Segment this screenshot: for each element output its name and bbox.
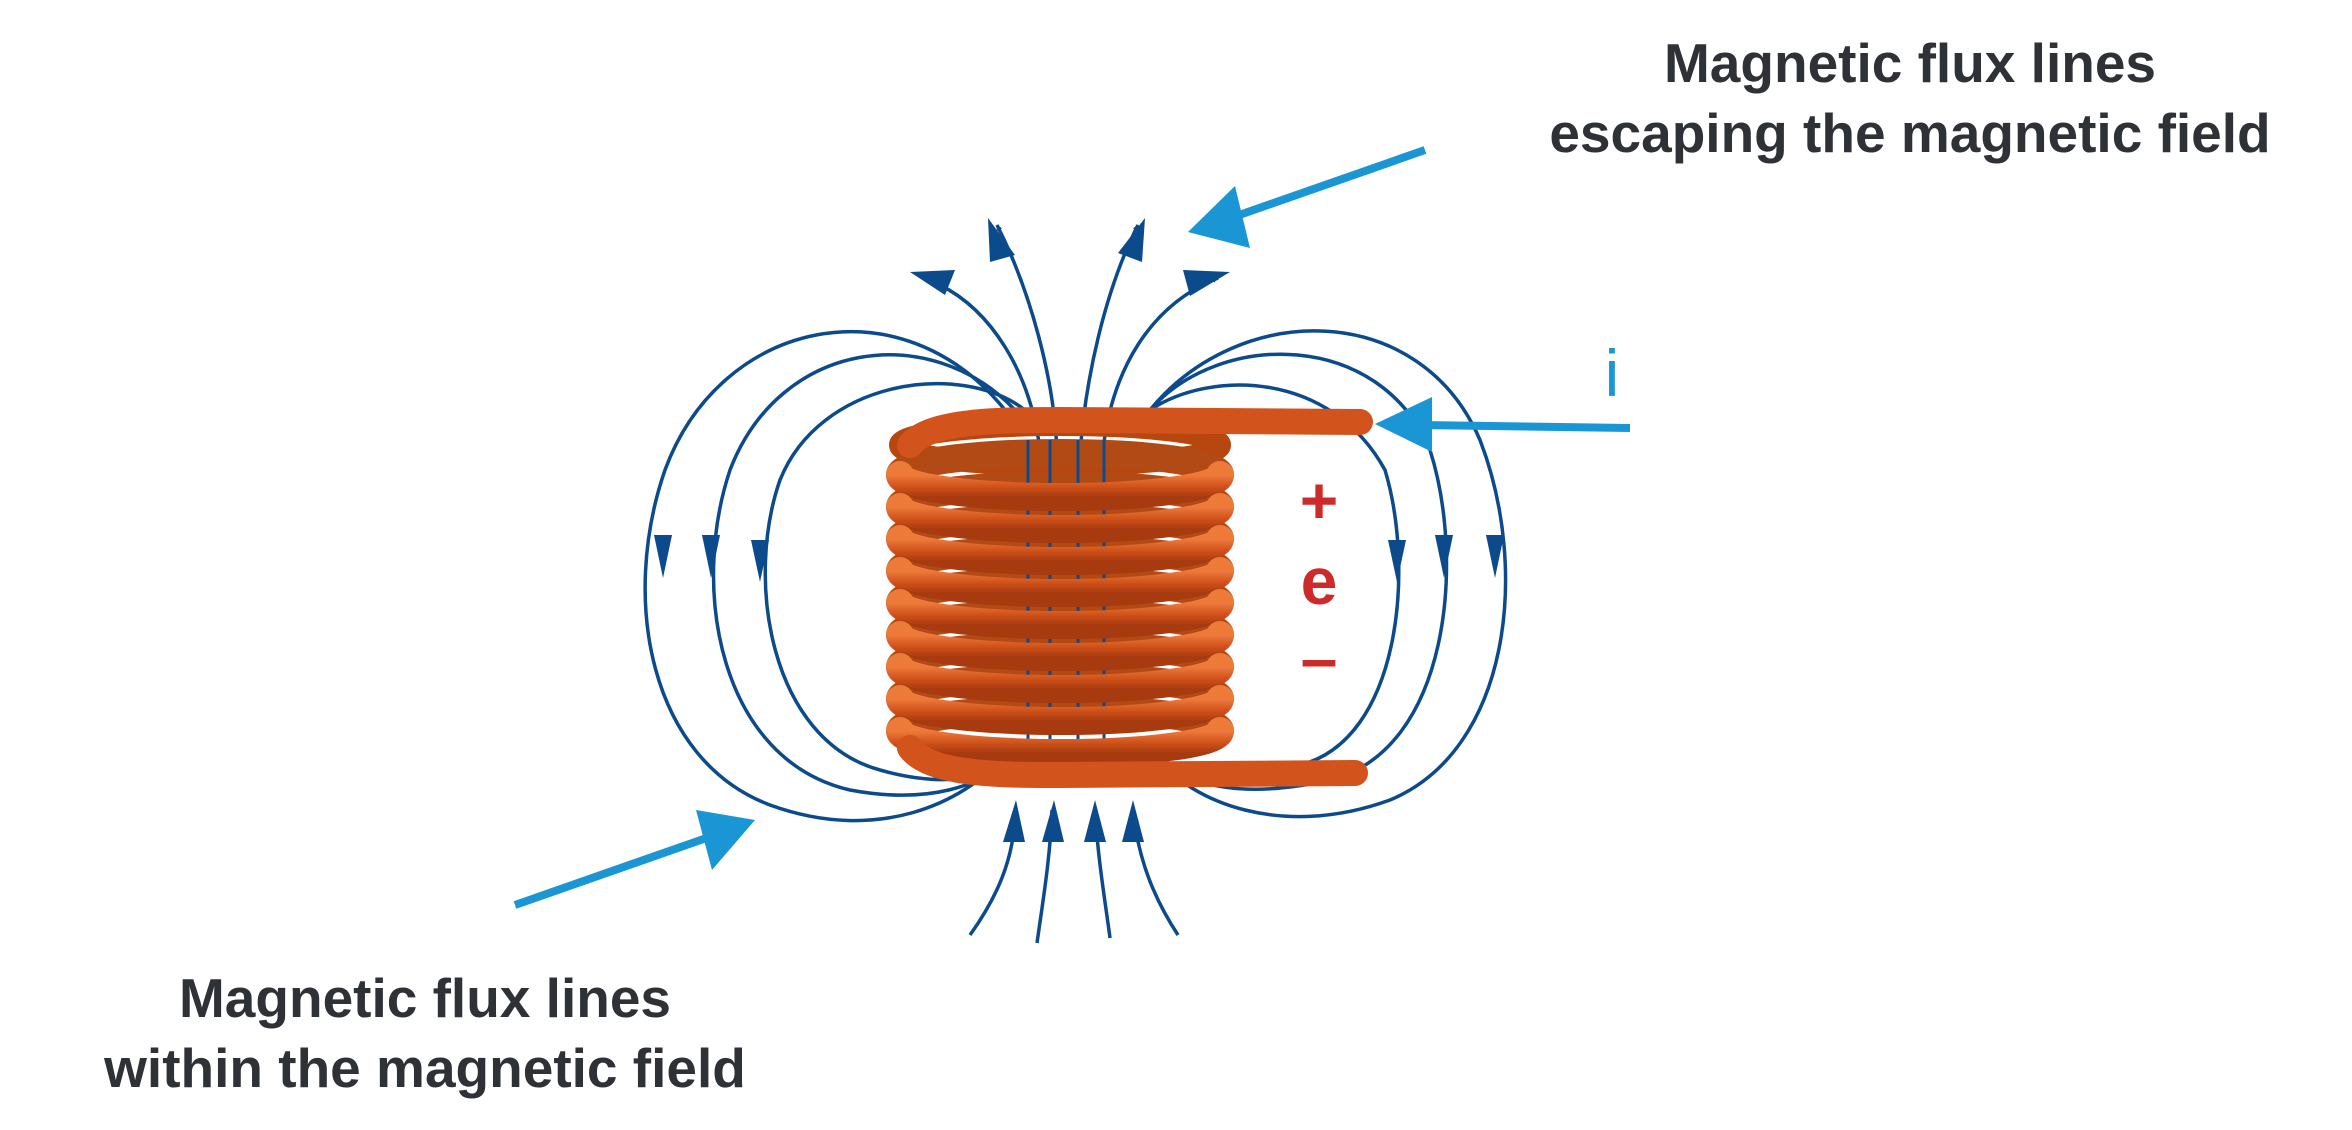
pointer-arrows	[513, 146, 1631, 909]
coil-winding	[886, 461, 1234, 511]
pointer-arrow-icon	[1419, 421, 1631, 432]
pointer-arrow-icon	[1223, 146, 1427, 224]
current-label: i	[1604, 336, 1620, 410]
coil-winding	[886, 493, 1234, 543]
pointer-arrow-icon	[1375, 397, 1432, 452]
flux-line-icon	[711, 353, 1017, 797]
label-flux-within-line2: within the magnetic field	[104, 1037, 746, 1099]
flux-direction-arrows	[654, 535, 1504, 582]
flux-line-icon	[654, 535, 672, 578]
flux-line-icon	[1148, 352, 1449, 791]
flux-line-icon	[751, 540, 769, 582]
label-flux-escaping-line2: escaping the magnetic field	[1549, 102, 2271, 164]
coil-winding	[886, 621, 1234, 671]
label-flux-escaping: Magnetic flux lines escaping the magneti…	[1480, 28, 2340, 168]
coil-winding	[886, 589, 1234, 639]
flux-escaping-heads	[910, 218, 1230, 296]
flux-lines-entering-bottom	[968, 809, 1180, 944]
pointer-arrow-icon	[696, 810, 755, 870]
coil-bottom-lead	[897, 735, 1368, 789]
pointer-arrow-icon	[513, 831, 717, 909]
pointer-arrow-icon	[1188, 186, 1250, 248]
flux-line-icon	[1435, 535, 1453, 578]
coil-winding	[886, 557, 1234, 607]
flux-line-icon	[1148, 329, 1508, 819]
flux-line-icon	[1122, 800, 1144, 842]
flux-line-icon	[643, 330, 1007, 823]
minus-sign: –	[1300, 621, 1338, 695]
coil-winding	[886, 525, 1234, 575]
coil-front-windings	[886, 461, 1234, 767]
flux-entering-heads	[1003, 800, 1144, 842]
flux-line-icon	[910, 270, 955, 295]
coil-winding-back	[886, 439, 1234, 489]
coil-winding	[886, 653, 1234, 703]
flux-line-icon	[1118, 218, 1145, 262]
coil-winding	[886, 685, 1234, 735]
flux-line-icon	[1003, 800, 1025, 842]
flux-line-icon	[1183, 270, 1230, 296]
label-flux-within: Magnetic flux lines within the magnetic …	[30, 963, 820, 1103]
label-flux-within-line1: Magnetic flux lines	[178, 967, 672, 1029]
plus-sign: +	[1299, 463, 1339, 537]
coil-top-lead	[897, 406, 1373, 458]
flux-line-icon	[1084, 800, 1106, 842]
label-flux-escaping-line1: Magnetic flux lines	[1663, 32, 2157, 94]
flux-line-icon	[1042, 800, 1064, 842]
flux-line-icon	[702, 535, 720, 578]
emf-label: e	[1300, 544, 1338, 618]
flux-line-icon	[1486, 535, 1504, 578]
flux-line-icon	[1388, 540, 1406, 582]
coil-icon	[886, 406, 1373, 789]
flux-line-icon	[988, 218, 1015, 262]
